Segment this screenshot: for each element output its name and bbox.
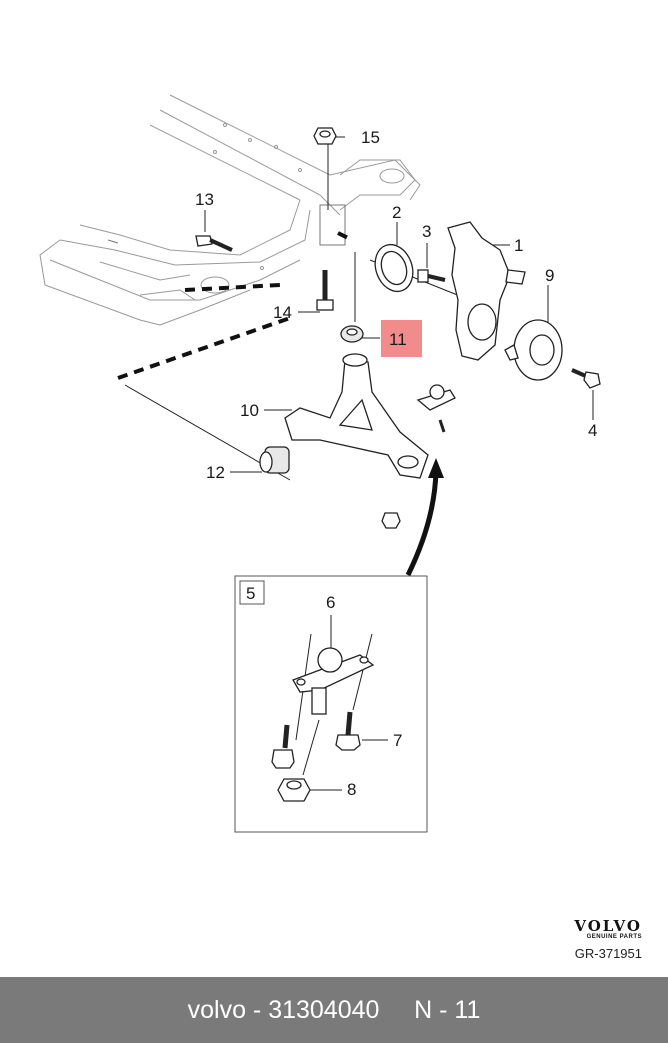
detail-arrowhead	[428, 458, 444, 478]
callout-7: 7	[393, 731, 402, 750]
callout-10: 10	[240, 401, 259, 420]
detail-inset-frame	[234, 575, 428, 833]
part-8-nut-detail	[277, 778, 311, 802]
footer-bar: volvo - 31304040 N - 11	[0, 977, 668, 1043]
part-1-knuckle	[447, 221, 526, 361]
callout-12: 12	[206, 463, 225, 482]
callout-9: 9	[545, 266, 554, 285]
part-4-bolt	[571, 368, 601, 389]
callout-14: 14	[273, 303, 292, 322]
callout-15: 15	[361, 128, 380, 147]
part-11-bushing	[340, 325, 364, 343]
callout-8: 8	[347, 780, 356, 799]
drawing-number: GR-371951	[574, 946, 642, 961]
detail-arrow	[405, 469, 439, 577]
footer-text: volvo - 31304040 N - 11	[187, 995, 481, 1024]
part-5-ball-joint-detail	[292, 647, 375, 715]
part-8-nut-small	[381, 512, 401, 529]
detail-inset-label-box	[239, 580, 265, 605]
mount-dashed-line	[337, 231, 353, 242]
logo-wordmark: VOLVO	[574, 917, 642, 935]
callout-5: 5	[246, 584, 255, 603]
subframe-boundary-dashed-line	[117, 316, 291, 380]
subframe-drawing	[39, 94, 421, 326]
part-7-bolt-left	[271, 724, 295, 769]
part-15-nut	[313, 127, 337, 145]
part-5-ball-joint-small	[416, 384, 456, 433]
callout-1: 1	[514, 236, 523, 255]
part-2-shield	[374, 243, 414, 293]
part-12-bushing	[259, 446, 290, 474]
part-14-bolt	[316, 270, 334, 311]
callout-13: 13	[195, 190, 214, 209]
exploded-parts-diagram: 15 13 14 2 3 1 9 4 11 10 12 5 6 7 8	[39, 94, 601, 833]
part-10-control-arm	[284, 353, 429, 479]
part-9-hub	[504, 319, 563, 381]
inset-leaders	[295, 615, 388, 791]
part-13-bolt	[195, 235, 233, 252]
callout-6: 6	[326, 593, 335, 612]
highlight-box-11	[381, 320, 422, 357]
part-3-bolt	[417, 269, 446, 283]
callout-3: 3	[422, 222, 431, 241]
volvo-logo: VOLVO GENUINE PARTS	[574, 918, 642, 940]
logo-subtitle: GENUINE PARTS	[586, 934, 642, 940]
callout-2: 2	[392, 203, 401, 222]
callout-4: 4	[588, 421, 597, 440]
part-7-bolt-right	[335, 711, 361, 751]
callout-11: 11	[389, 330, 407, 349]
